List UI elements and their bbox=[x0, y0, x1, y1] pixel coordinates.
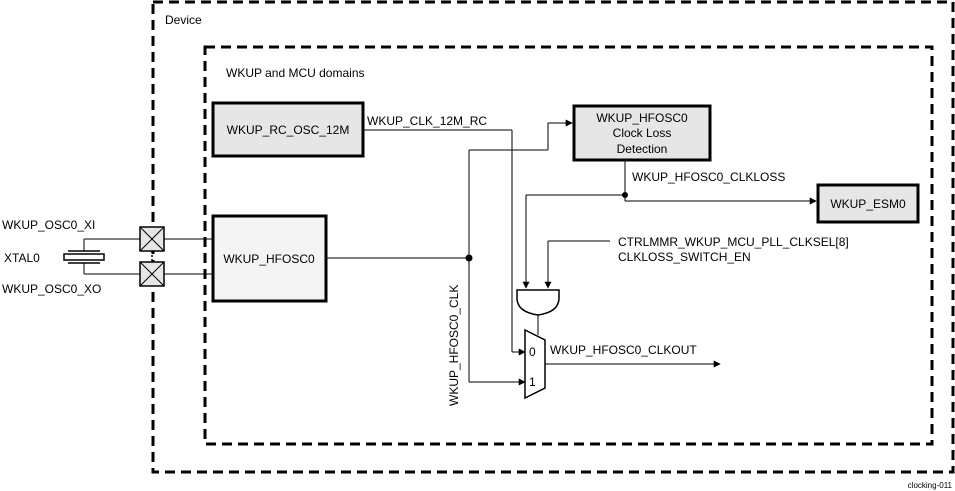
figure-id: clocking-011 bbox=[908, 481, 953, 490]
mux-in1-label: 1 bbox=[529, 375, 536, 389]
xtal-label: XTAL0 bbox=[4, 251, 40, 265]
rc-osc-block bbox=[211, 101, 365, 158]
and-gate bbox=[516, 289, 560, 316]
wkup-mcu-domain-boundary bbox=[203, 45, 934, 446]
xo-label: WKUP_OSC0_XO bbox=[2, 282, 101, 296]
mux bbox=[524, 328, 546, 400]
rc-osc-label: WKUP_RC_OSC_12M bbox=[227, 123, 350, 137]
domain-label: WKUP and MCU domains bbox=[226, 66, 365, 80]
ctrl-line1-label: CTRLMMR_WKUP_MCU_PLL_CLKSEL[8] bbox=[618, 235, 849, 249]
clock-loss-detection-block bbox=[572, 104, 712, 162]
clk-12m-rc-label: WKUP_CLK_12M_RC bbox=[367, 114, 487, 128]
clkout-label: WKUP_HFOSC0_CLKOUT bbox=[550, 343, 697, 357]
hfosc-label: WKUP_HFOSC0 bbox=[223, 252, 315, 266]
clock-loss-line3: Detection bbox=[617, 142, 668, 156]
clock-loss-line2: Clock Loss bbox=[613, 126, 672, 140]
ctrl-line2-label: CLKLOSS_SWITCH_EN bbox=[618, 250, 751, 264]
hfosc-block bbox=[211, 214, 328, 303]
hfosc-clk-label: WKUP_HFOSC0_CLK bbox=[447, 285, 461, 406]
mux-in0-label: 0 bbox=[529, 345, 536, 359]
esm-label: WKUP_ESM0 bbox=[830, 197, 906, 211]
crystal-symbol bbox=[63, 238, 140, 275]
device-label: Device bbox=[165, 13, 202, 27]
clock-loss-line1: WKUP_HFOSC0 bbox=[596, 111, 688, 125]
clkloss-label: WKUP_HFOSC0_CLKLOSS bbox=[632, 170, 785, 184]
esm-block bbox=[816, 183, 920, 224]
xi-label: WKUP_OSC0_XI bbox=[2, 218, 95, 232]
